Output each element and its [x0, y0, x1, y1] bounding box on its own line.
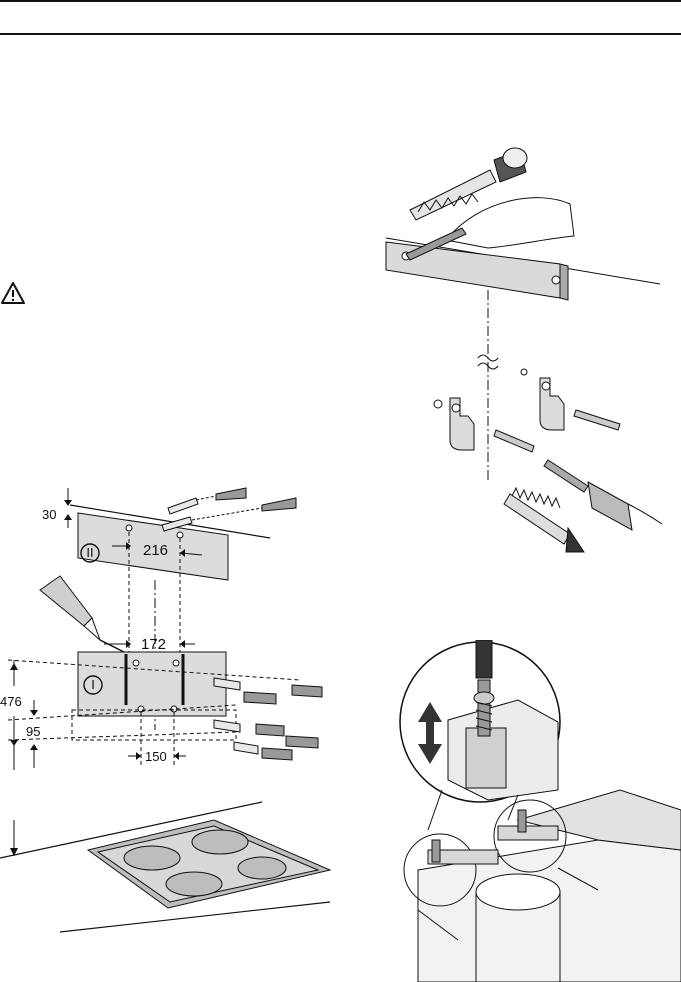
dim-top-offset: 30 [42, 507, 56, 522]
page-top-rule [0, 0, 681, 2]
right-bracket [521, 369, 564, 430]
lower-template-plate [78, 652, 226, 716]
cooktop-hob [88, 820, 330, 908]
lower-wall-plugs [214, 678, 322, 760]
hand-illustration [446, 198, 574, 248]
dim-lower-offset: 95 [26, 724, 40, 739]
wall-mounting-dimension-figure: II 30 216 172 I [0, 480, 340, 950]
plate-upper-label: II [86, 545, 93, 560]
dim-height: 476 [0, 694, 22, 709]
dim-middle-spacing: 172 [141, 636, 166, 653]
plate-lower-label: I [91, 677, 95, 692]
upper-wall-plugs [162, 488, 296, 531]
page-header-rule [0, 33, 681, 35]
dim-upper-spacing: 216 [143, 542, 168, 559]
hood-adjustment-figure [398, 640, 681, 982]
screwdriver-icon [544, 460, 662, 530]
warning-triangle-icon [0, 281, 26, 305]
wood-screw-icon [504, 488, 584, 552]
pencil-icon [40, 576, 124, 652]
bracket-fastening-figure [370, 120, 670, 570]
dim-lower-spacing: 150 [145, 749, 167, 764]
mounting-rail [386, 242, 560, 298]
left-bracket [434, 398, 474, 450]
